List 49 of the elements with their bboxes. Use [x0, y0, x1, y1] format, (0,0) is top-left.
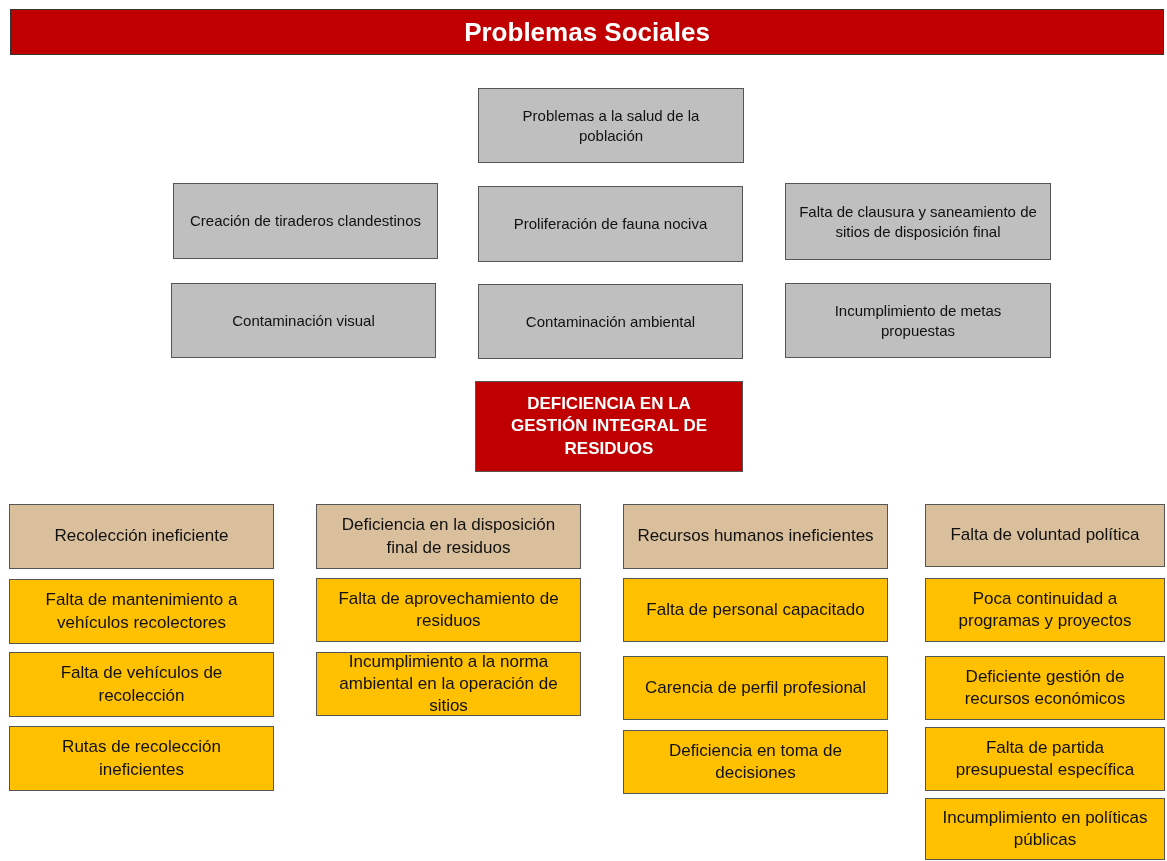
effect-box — [171, 283, 436, 358]
cause-category-box — [623, 504, 888, 569]
box-text: Incumplimiento a la norma ambiental en la operación de sitios — [338, 650, 559, 718]
cause-category-box — [925, 504, 1165, 567]
box-text: Incumplimiento de metas propuestas — [833, 301, 1003, 340]
box-text: Problemas a la salud de la población — [521, 106, 701, 145]
box-text: Deficiente gestión de recursos económicos — [963, 665, 1127, 710]
box-text: DEFICIENCIA EN LA GESTIÓN INTEGRAL DE RESIDUOS — [509, 393, 709, 460]
cause-box — [9, 579, 274, 644]
box-text: Falta de personal capacitado — [646, 598, 865, 621]
box-text: Carencia de perfil profesional — [644, 676, 867, 699]
box-text: Poca continuidad a programas y proyectos — [957, 587, 1133, 632]
box-text: Proliferación de fauna nociva — [513, 214, 708, 234]
effect-box — [785, 183, 1051, 260]
box-text: Creación de tiraderos clandestinos — [190, 211, 421, 231]
box-text: Deficiencia en la disposición final de residuos — [340, 514, 557, 559]
effect-box — [478, 88, 744, 163]
effect-box — [478, 284, 743, 359]
cause-box — [316, 652, 581, 716]
cause-box — [9, 652, 274, 717]
effect-box — [478, 186, 743, 262]
cause-category-box — [316, 504, 581, 569]
cause-category-box — [9, 504, 274, 569]
box-text: Recolección ineficiente — [54, 525, 229, 548]
box-text: Falta de clausura y saneamiento de sitios de disposición final — [798, 202, 1038, 241]
cause-box — [925, 578, 1165, 642]
box-text: Falta de partida presupuestal específica — [954, 736, 1136, 781]
title-text: Problemas Sociales — [464, 16, 710, 48]
box-text: Incumplimiento en políticas públicas — [941, 806, 1149, 851]
box-text: Deficiencia en toma de decisiones — [668, 739, 843, 784]
cause-box — [925, 656, 1165, 720]
effect-box — [173, 183, 438, 259]
box-text: Rutas de recolección ineficientes — [61, 736, 222, 781]
cause-box — [9, 726, 274, 791]
box-text: Recursos humanos ineficientes — [637, 525, 874, 548]
box-text: Contaminación visual — [232, 310, 375, 331]
box-text: Falta de mantenimiento a vehículos recolectores — [44, 589, 239, 634]
effect-box — [785, 283, 1051, 358]
cause-box — [623, 578, 888, 642]
box-text: Falta de vehículos de recolección — [59, 662, 224, 707]
cause-box — [925, 727, 1165, 791]
cause-box — [925, 798, 1165, 860]
cause-box — [623, 730, 888, 794]
central-problem-box — [475, 381, 743, 472]
box-text: Falta de aprovechamiento de residuos — [337, 587, 560, 632]
cause-box — [623, 656, 888, 720]
box-text: Contaminación ambiental — [525, 311, 696, 332]
cause-box — [316, 578, 581, 642]
box-text: Falta de voluntad política — [950, 524, 1140, 547]
